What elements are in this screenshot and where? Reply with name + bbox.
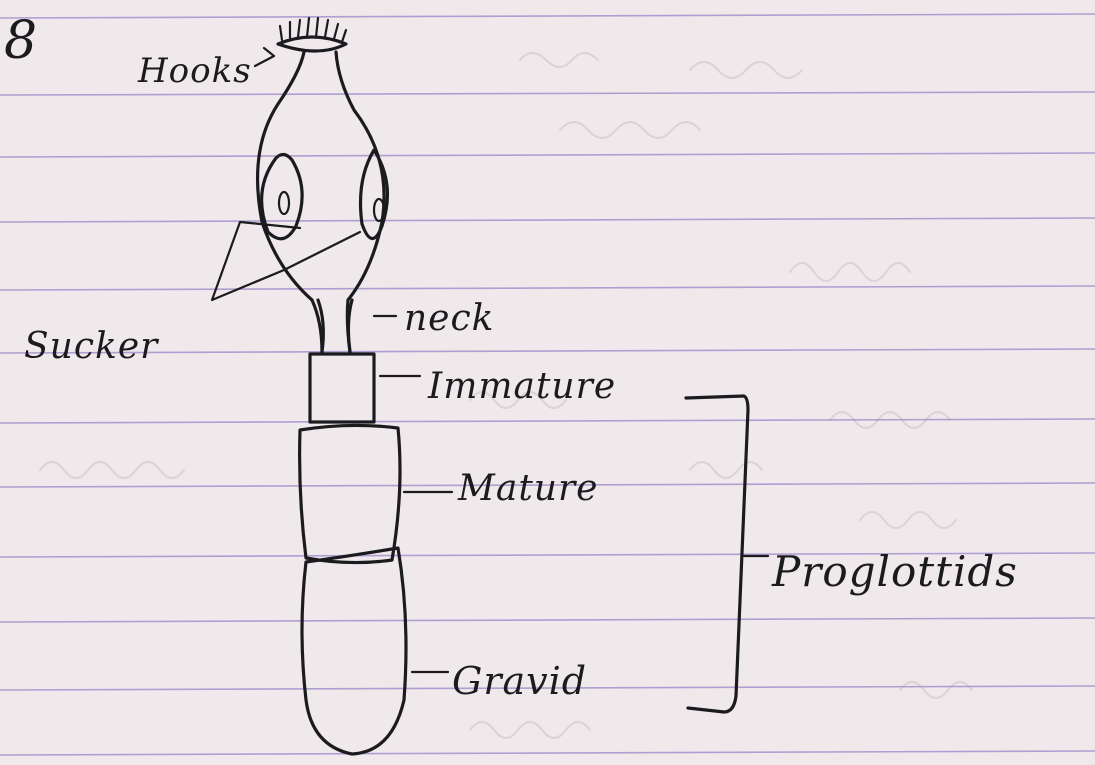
ruled-line — [0, 751, 1095, 755]
ruled-line — [0, 14, 1095, 18]
left-sucker-center — [279, 192, 289, 214]
hooks-pointer-arrow — [255, 48, 274, 66]
ruled-line — [0, 218, 1095, 222]
ruled-line — [0, 419, 1095, 423]
hooks-crown — [278, 18, 346, 51]
mature-proglottid — [300, 425, 400, 562]
ruled-line — [0, 618, 1095, 622]
bleed-mark — [520, 53, 598, 67]
proglottids-label: Proglottids — [771, 547, 1018, 596]
ruled-line — [0, 153, 1095, 157]
corner-mark: 8 — [4, 11, 38, 71]
bleed-mark — [470, 722, 590, 738]
ruled-line — [0, 349, 1095, 353]
immature-label: Immature — [427, 366, 616, 407]
mature-label: Mature — [457, 468, 599, 509]
sucker-label: Sucker — [24, 326, 159, 367]
bleed-mark — [690, 462, 762, 478]
immature-proglottid — [310, 354, 374, 422]
hooks-label: Hooks — [137, 51, 252, 91]
bleed-mark — [790, 263, 910, 281]
bleed-mark — [40, 462, 184, 478]
rostellum — [278, 37, 346, 51]
gravid-proglottid — [302, 548, 406, 754]
neck-label: neck — [404, 298, 494, 339]
gravid-label: Gravid — [452, 659, 587, 703]
bleed-mark — [560, 122, 700, 138]
bleed-mark — [690, 62, 802, 78]
bleed-mark — [900, 682, 972, 698]
ruled-line — [0, 286, 1095, 290]
bleed-mark — [860, 512, 956, 528]
ruled-line — [0, 92, 1095, 95]
